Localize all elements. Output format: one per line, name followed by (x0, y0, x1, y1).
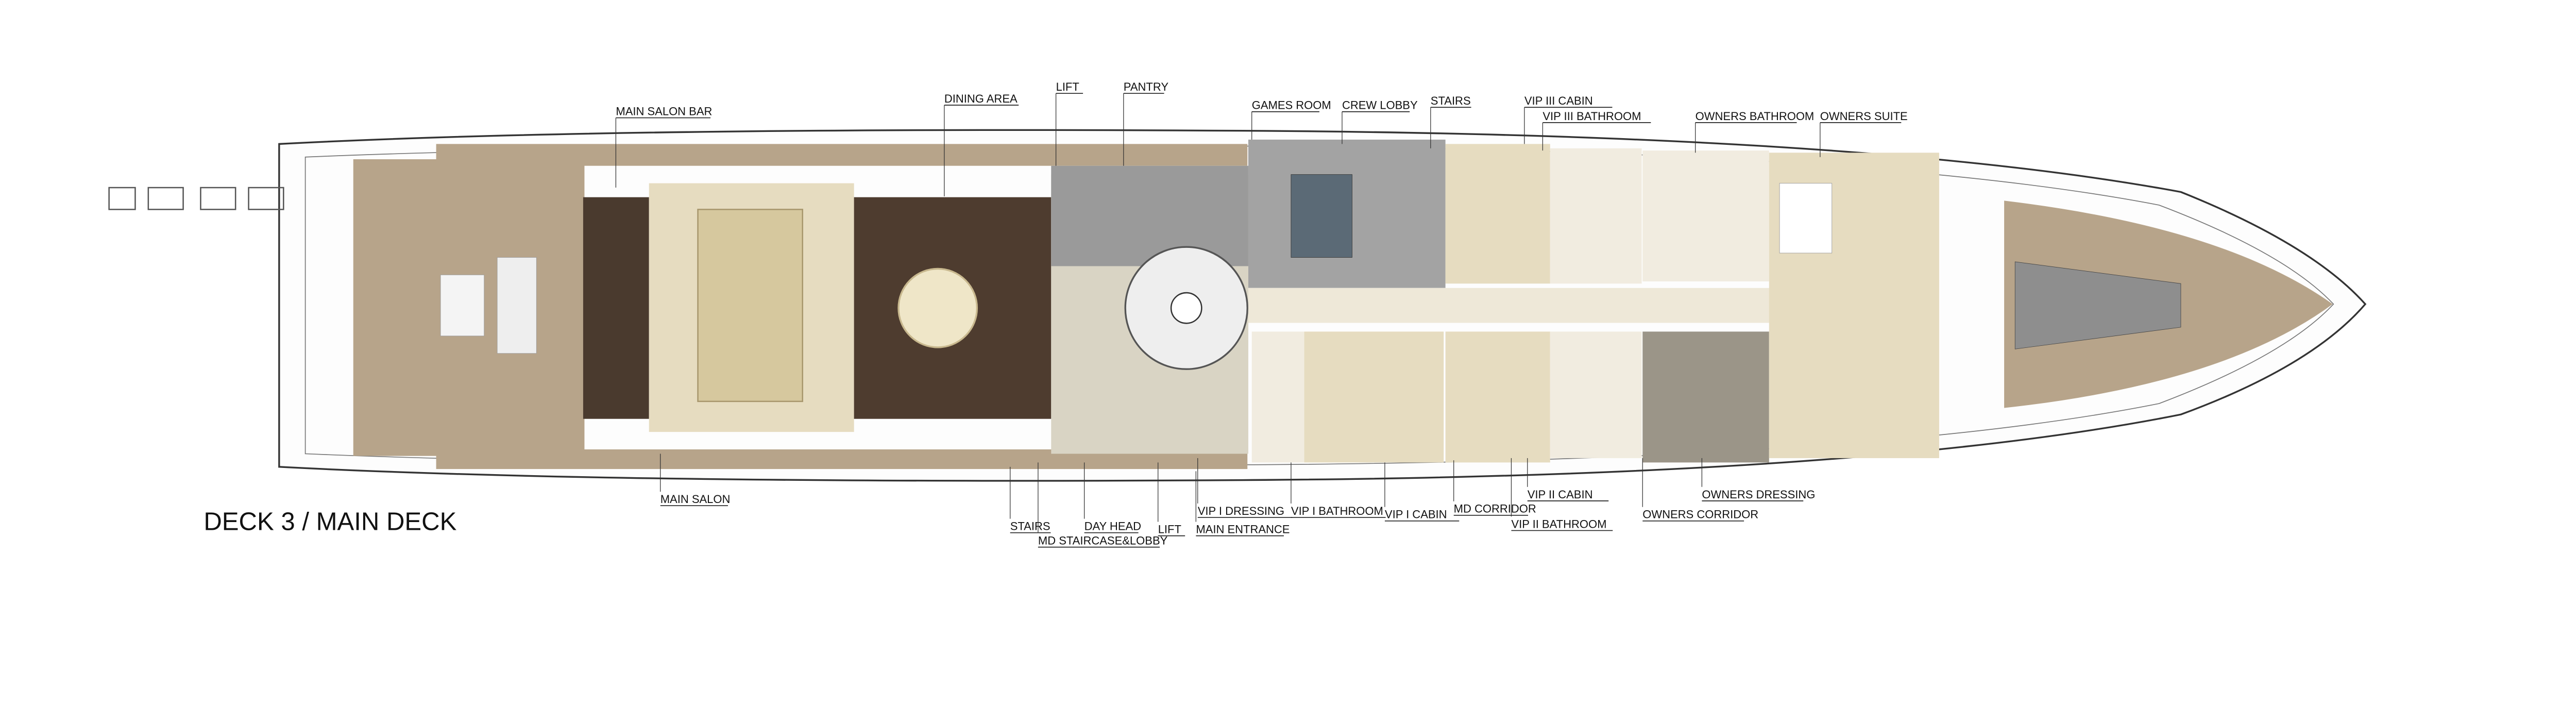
anchor-gear (2014, 261, 2181, 349)
page-title: DECK 3 / MAIN DECK (204, 508, 456, 536)
vip-iii-cabin-area (1445, 144, 1550, 284)
pantry-area (1051, 165, 1248, 266)
label-vip-i-dressing: VIP I DRESSING (1198, 505, 1284, 517)
label-stairs: STAIRS (1431, 94, 1471, 107)
room-labels: MAIN SALON BAR DINING AREA LIFT PANTRY GAMES… (615, 80, 1908, 548)
label-main-salon-bar: MAIN SALON BAR (616, 105, 712, 118)
owners-bathroom-area (1642, 150, 1769, 282)
label-md-corridor: MD CORRIDOR (1454, 502, 1536, 515)
swim-platform (108, 187, 284, 210)
spiral-core (1170, 292, 1202, 324)
deck-plan: DECK 3 / MAIN DECK MAIN SALON BAR DINING … (108, 80, 2367, 548)
vip-ii-bathroom-area (1550, 331, 1642, 458)
label-owners-corridor: OWNERS CORRIDOR (1642, 508, 1758, 521)
vip-i-cabin-area (1304, 331, 1444, 463)
label-vip-i-cabin: VIP I CABIN (1385, 508, 1447, 521)
label-owners-suite: OWNERS SUITE (1820, 110, 1908, 123)
aft-table (440, 274, 485, 337)
label-md-staircase-lobby: MD STAIRCASE&LOBBY (1038, 534, 1168, 547)
label-main-salon: MAIN SALON (660, 493, 731, 506)
label-vip-iii-cabin: VIP III CABIN (1524, 94, 1593, 107)
vip-i-dressing-area (1251, 331, 1304, 463)
label-main-entrance: MAIN ENTRANCE (1196, 523, 1290, 536)
vip-iii-bathroom-area (1550, 148, 1642, 284)
salon-rug (697, 209, 803, 403)
aft-sofa (497, 257, 537, 354)
label-vip-i-bathroom: VIP I BATHROOM (1291, 505, 1383, 517)
label-dining-area: DINING AREA (944, 92, 1018, 105)
side-deck-port (436, 144, 1248, 166)
label-vip-ii-bathroom: VIP II BATHROOM (1511, 517, 1606, 530)
label-pantry: PANTRY (1124, 80, 1169, 93)
owners-dressing-area (1642, 331, 1769, 463)
label-lift-2: LIFT (1158, 523, 1181, 536)
label-vip-iii-bathroom: VIP III BATHROOM (1543, 110, 1641, 123)
games-room-sofa (1291, 174, 1352, 258)
vip-ii-cabin-area (1445, 331, 1550, 463)
main-salon-bar-area (583, 197, 649, 419)
label-stairs-aft: STAIRS (1010, 520, 1050, 533)
label-games-room: GAMES ROOM (1252, 99, 1331, 112)
label-owners-dressing: OWNERS DRESSING (1702, 488, 1815, 501)
label-owners-bathroom: OWNERS BATHROOM (1696, 110, 1815, 123)
label-day-head: DAY HEAD (1084, 520, 1141, 533)
owners-bed (1779, 183, 1833, 254)
label-lift: LIFT (1056, 80, 1079, 93)
label-crew-lobby: CREW LOBBY (1342, 99, 1418, 112)
dining-table (897, 267, 978, 348)
label-vip-ii-cabin: VIP II CABIN (1528, 488, 1593, 501)
